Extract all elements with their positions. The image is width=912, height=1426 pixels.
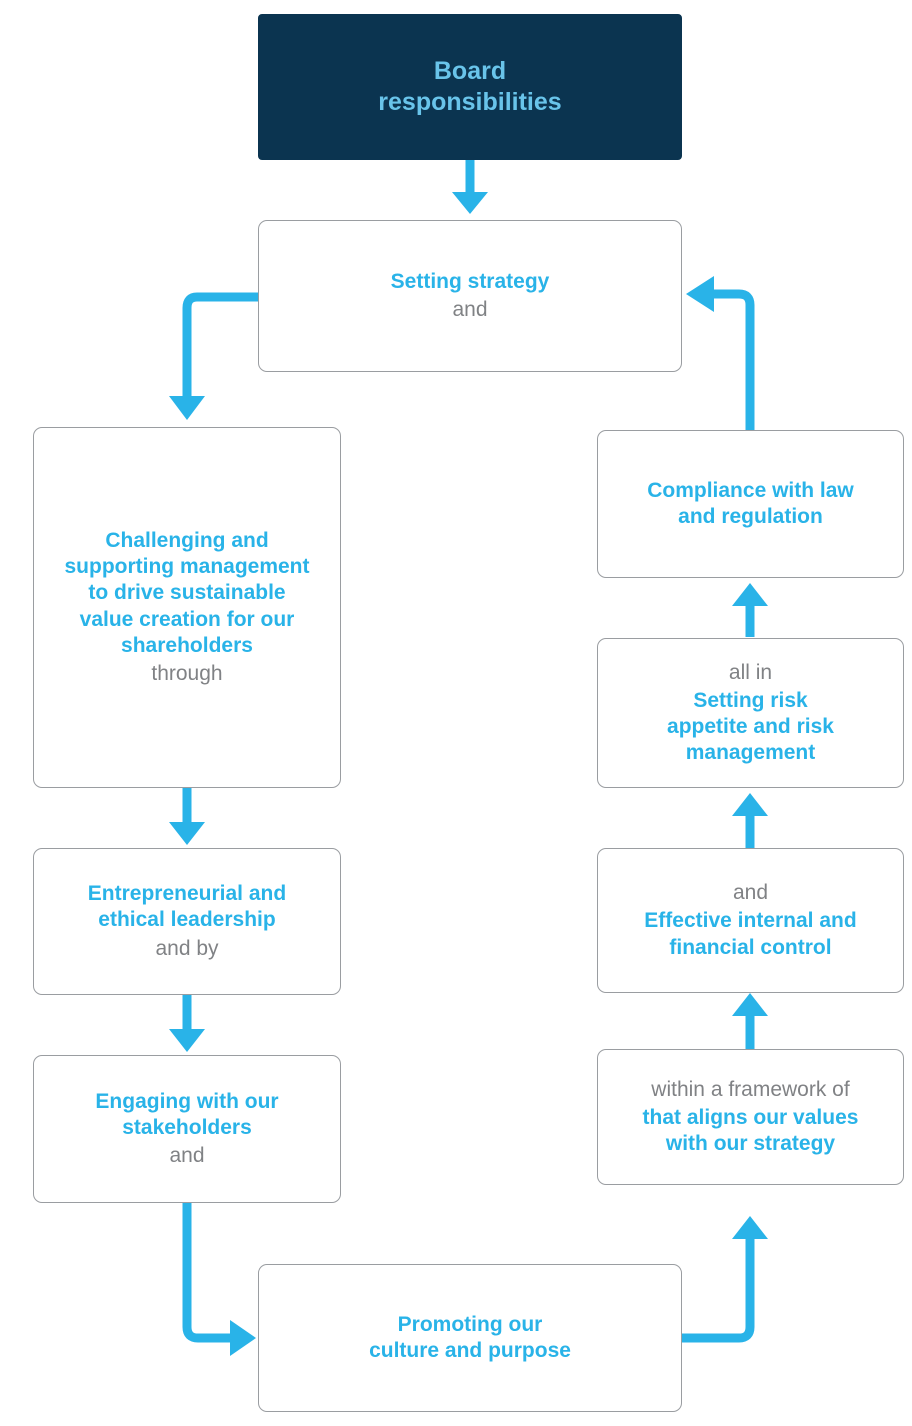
connector-strategy-to-challenging [169, 292, 258, 420]
node-effective-internal-financial-control[interactable]: and Effective internal and financial con… [597, 848, 904, 993]
connector-promoting-to-framework [682, 1216, 768, 1343]
node-internal-control-accent-2: financial control [669, 935, 832, 959]
node-promoting-accent-1: Promoting our [397, 1312, 543, 1336]
node-compliance-law-regulation[interactable]: Compliance with law and regulation [597, 430, 904, 578]
node-framework-aligns-values[interactable]: within a framework of that aligns our va… [597, 1049, 904, 1185]
node-internal-control-accent-1: Effective internal and [644, 909, 857, 933]
node-setting-strategy[interactable]: Setting strategy and [258, 220, 682, 372]
connector-internal-control-to-risk [732, 793, 768, 848]
node-risk-accent-3: management [685, 741, 816, 765]
node-risk-accent-1: Setting risk [693, 688, 808, 712]
node-board-responsibilities-line-1: Board [433, 57, 507, 85]
node-entrepreneurial-accent-1: Entrepreneurial and [87, 882, 287, 906]
connector-entrepreneurial-to-engaging [169, 995, 205, 1052]
node-setting-strategy-muted-1: and [452, 298, 488, 321]
connector-header-to-strategy [452, 159, 488, 214]
node-board-responsibilities-line-2: responsibilities [378, 88, 562, 116]
node-challenging-supporting-management[interactable]: Challenging and supporting management to… [33, 427, 341, 788]
node-challenging-muted-1: through [151, 661, 223, 685]
node-challenging-accent-5: shareholders [121, 633, 253, 657]
node-setting-strategy-accent-1: Setting strategy [390, 269, 550, 293]
node-engaging-stakeholders[interactable]: Engaging with our stakeholders and [33, 1055, 341, 1203]
node-board-responsibilities[interactable]: Board responsibilities [258, 14, 682, 160]
connector-challenging-to-entrepreneurial [169, 788, 205, 845]
node-engaging-accent-2: stakeholders [122, 1115, 252, 1139]
node-framework-muted-1: within a framework of [651, 1077, 850, 1101]
node-challenging-accent-2: supporting management [64, 555, 310, 579]
node-risk-muted-1: all in [728, 660, 773, 684]
node-compliance-accent-1: Compliance with law [647, 478, 854, 502]
connector-engaging-to-promoting [182, 1203, 256, 1356]
node-promoting-accent-2: culture and purpose [369, 1339, 571, 1362]
node-risk-accent-2: appetite and risk [667, 715, 834, 738]
node-framework-accent-1: that aligns our values [642, 1105, 859, 1129]
node-framework-accent-2: with our strategy [665, 1132, 836, 1156]
node-compliance-accent-2: and regulation [678, 505, 823, 528]
connector-risk-to-compliance [732, 583, 768, 637]
node-entrepreneurial-ethical-leadership[interactable]: Entrepreneurial and ethical leadership a… [33, 848, 341, 995]
node-challenging-accent-4: value creation for our [79, 607, 295, 631]
node-promoting-culture-purpose[interactable]: Promoting our culture and purpose [258, 1264, 682, 1412]
node-setting-risk-appetite[interactable]: all in Setting risk appetite and risk ma… [597, 638, 904, 788]
node-challenging-accent-3: to drive sustainable [88, 581, 286, 605]
node-entrepreneurial-muted-1: and by [155, 936, 219, 960]
connector-compliance-to-strategy [686, 276, 755, 430]
node-engaging-accent-1: Engaging with our [95, 1089, 279, 1113]
node-internal-control-muted-1: and [732, 881, 769, 905]
node-entrepreneurial-accent-2: ethical leadership [98, 908, 276, 932]
node-challenging-accent-1: Challenging and [105, 529, 269, 553]
node-engaging-muted-1: and [169, 1144, 205, 1168]
